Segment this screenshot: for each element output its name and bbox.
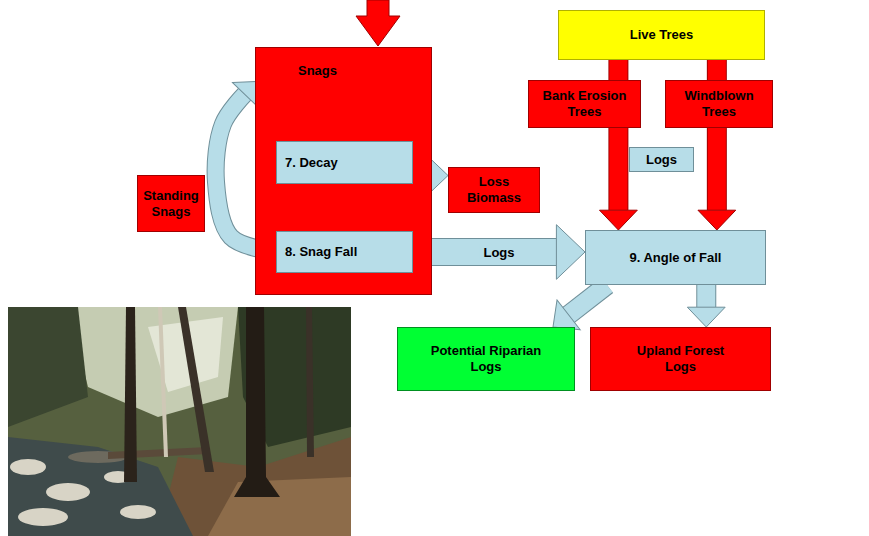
photo-rock bbox=[10, 459, 46, 475]
output-box: Loss Biomass bbox=[448, 167, 540, 213]
edge-label: Logs bbox=[479, 244, 518, 261]
photo-leaf-litter bbox=[208, 477, 351, 536]
photo-fallen-log bbox=[108, 447, 208, 459]
arrow-outline bbox=[608, 60, 628, 80]
pathway-box: Windblown Trees bbox=[665, 80, 773, 128]
node-label: 7. Decay bbox=[285, 155, 338, 171]
arrow-outline bbox=[707, 128, 727, 210]
photo-trunk bbox=[234, 307, 280, 497]
node-label: Windblown Trees bbox=[671, 88, 767, 119]
photo-birch-trunk bbox=[158, 307, 168, 457]
flow-tag-box: Logs bbox=[629, 147, 694, 172]
output-box: Potential Riparian Logs bbox=[397, 327, 575, 391]
photo-rock bbox=[46, 483, 90, 501]
flow-arrow bbox=[618, 128, 619, 210]
arrow-body bbox=[708, 60, 726, 80]
node-label: Potential Riparian Logs bbox=[416, 343, 556, 374]
output-box: Upland Forest Logs bbox=[590, 327, 771, 391]
photo-trunk bbox=[124, 307, 137, 482]
arrow-outline bbox=[413, 238, 556, 266]
node-label: 8. Snag Fall bbox=[285, 244, 357, 260]
input-arrow bbox=[356, 0, 400, 46]
node-label: Live Trees bbox=[630, 27, 694, 43]
arrow-body bbox=[609, 128, 627, 210]
arrow-outline bbox=[569, 285, 607, 315]
flow-arrow bbox=[716, 60, 717, 80]
input-box: Standing Snags bbox=[137, 175, 205, 232]
flow-arrow bbox=[706, 285, 707, 307]
process-box: 8. Snag Fall bbox=[276, 231, 413, 273]
node-label: Upland Forest Logs bbox=[626, 343, 736, 374]
arrow-outline bbox=[707, 60, 727, 80]
arrow-body bbox=[413, 239, 556, 265]
process-box: 9. Angle of Fall bbox=[585, 230, 766, 285]
arrow-outline bbox=[608, 128, 628, 210]
arrow-body bbox=[708, 128, 726, 210]
photo-ground bbox=[8, 307, 351, 536]
photo-conifers bbox=[8, 307, 88, 427]
photo-trunk bbox=[306, 307, 314, 457]
arrow-body bbox=[609, 60, 627, 80]
process-box: 7. Decay bbox=[276, 141, 413, 184]
node-label: 9. Angle of Fall bbox=[630, 250, 722, 266]
flow-arrow bbox=[618, 60, 619, 80]
node-label: Bank Erosion Trees bbox=[534, 88, 635, 119]
pathway-box: Bank Erosion Trees bbox=[528, 80, 641, 128]
arrow-body bbox=[569, 285, 607, 315]
arrow-body bbox=[697, 285, 715, 307]
group-box: Snags 7. Decay 8. Snag Fall bbox=[255, 47, 432, 295]
photo-rock bbox=[18, 508, 68, 526]
flow-arrow bbox=[413, 252, 556, 253]
flow-arrow bbox=[569, 285, 607, 315]
photo-light-canopy bbox=[68, 307, 238, 417]
forest-stream-photo bbox=[8, 307, 351, 536]
node-label: Loss Biomass bbox=[454, 174, 534, 205]
node-label: Logs bbox=[646, 152, 677, 168]
source-box: Live Trees bbox=[558, 10, 765, 60]
node-label: Snags bbox=[298, 63, 337, 79]
photo-rock bbox=[120, 505, 156, 519]
photo-trunk bbox=[178, 307, 214, 472]
node-label: Standing Snags bbox=[143, 188, 199, 219]
flow-arrow bbox=[716, 128, 717, 210]
arrow-outline bbox=[696, 285, 716, 307]
